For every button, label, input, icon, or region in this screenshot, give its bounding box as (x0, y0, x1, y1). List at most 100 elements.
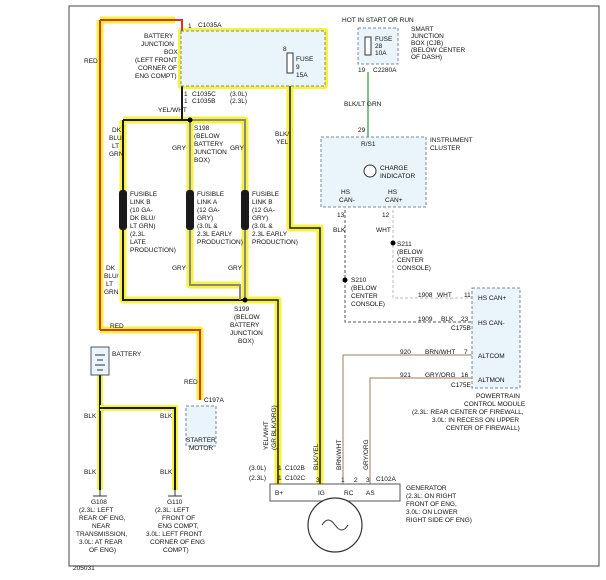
wire-label-blk-g108: BLK (84, 469, 97, 476)
wire-label-blk-yel-1: YEL (276, 139, 289, 146)
gen-label-3: 3.0L: ON LOWER (406, 509, 458, 516)
ic-indicator-0: CHARGE (380, 165, 408, 172)
pcm-color-3: GRY/ORG (425, 372, 456, 379)
bjb-connector-top: C1035A (198, 22, 222, 29)
fusible-link-b-body (119, 190, 127, 230)
s211-label-2: CENTER (397, 257, 424, 264)
cjb-fuse-label-1: 28 (375, 43, 383, 50)
ic-hs-can-plus-1: CAN+ (385, 197, 403, 204)
fl-a-0: FUSIBLE (197, 191, 225, 198)
wire-label-blk-g110: BLK (160, 469, 173, 476)
s210-label-2: CENTER (351, 293, 378, 300)
gen-engine-23: (2.3L) (249, 475, 266, 482)
wire-red-main (100, 19, 183, 31)
wire-label-dkblu-b1: BLU/ (104, 273, 119, 280)
bjb-fuse-label-0: FUSE (296, 56, 314, 63)
wire-label-brn-wht-vert: BRN/WHT (336, 440, 343, 470)
starter-motor-box (185, 405, 217, 447)
wire-label-red-left: RED (84, 58, 98, 65)
pcm-signal-3: ALTMON (478, 377, 505, 384)
wire-label-gr-blk-org-vert: (GR BLK/ORG) (271, 405, 278, 450)
wire-gry-org (369, 377, 472, 485)
fl-a-4: (3.0L & (197, 223, 218, 230)
gen-pin-ig: IG (318, 490, 325, 497)
fl-b-6: LATE (130, 239, 146, 246)
gen-engine-30: (3.0L) (249, 465, 266, 472)
splice-s198-dot (187, 117, 193, 123)
s199-label-1: (BELOW (234, 314, 261, 321)
wire-label-blk-lt-grn: BLK/LT GRN (344, 101, 382, 108)
wire-label-gry-2: GRY (230, 145, 245, 152)
bjb-engine-2: (2.3L) (230, 98, 247, 105)
splice-s210-dot (342, 277, 348, 283)
cjb-connector: C2280A (373, 67, 397, 74)
fl-b2-3: GRY) (252, 215, 268, 222)
bjb-pin-fuse: 8 (283, 46, 287, 53)
cjb-label-0: SMART (411, 26, 434, 33)
wire-blk-starter-branch-hl (100, 405, 178, 490)
wire-red-starter (100, 329, 201, 400)
fl-a-1: LINK A (197, 199, 218, 206)
wire-blk-starter-branch (100, 407, 176, 490)
gen-connector-b: C102B (285, 465, 305, 472)
gen-pinnum-1: 1 (341, 477, 345, 484)
fl-b-4: LT GRN) (130, 223, 155, 230)
fl-a-6: PRODUCTION) (197, 239, 243, 246)
gen-label-2: FRONT OF ENG, (406, 501, 457, 508)
ic-rs-label: R/S1 (361, 141, 376, 148)
gen-pin-bplus: B+ (275, 490, 283, 497)
bjb-label-2: BOX (164, 49, 178, 56)
bjb-pin-bottom-1: 1 (184, 91, 188, 98)
s198-label-4: BOX) (194, 157, 210, 164)
pcm-label-4: CENTER OF FIREWALL) (446, 425, 520, 432)
pcm-pin-0: 11 (464, 292, 471, 299)
ic-label-1: CLUSTER (430, 145, 461, 152)
pcm-signal-1: HS CAN- (478, 320, 505, 327)
fl-a-2: (12 GA- (197, 207, 220, 214)
ic-indicator-1: INDICATOR (380, 173, 415, 180)
wire-label-dkblu-2: LT (112, 143, 119, 150)
bjb-label-1: JUNCTION (141, 41, 174, 48)
wire-label-dkblu-b3: GRN (104, 289, 119, 296)
wire-label-gry-1: GRY (172, 145, 187, 152)
labels: BATTERY JUNCTION BOX (LEFT FRONT CORNER … (73, 17, 526, 572)
splice-s199-dot (242, 297, 248, 303)
pcm-label-1: CONTROL MODULE (464, 401, 526, 408)
fl-a-3: GRY) (197, 215, 213, 222)
pcm-pin-2: 7 (464, 349, 468, 356)
ic-hs-can-minus-0: HS (341, 189, 351, 196)
fl-b-1: LINK B (130, 199, 151, 206)
wire-label-gry-3: GRY (172, 265, 187, 272)
bjb-box (180, 30, 326, 87)
s211-label-1: (BELOW (397, 249, 424, 256)
wire-label-blk-yel-0: BLK/ (275, 131, 289, 138)
fl-b-0: FUSIBLE (130, 191, 158, 198)
s198-label-0: S198 (194, 125, 210, 132)
g108-label-1: (2.3L: LEFT (79, 507, 113, 514)
gen-connector-a: C102A (376, 476, 397, 483)
ic-pin-12: 12 (382, 212, 390, 219)
cjb-pin: 19 (358, 67, 366, 74)
g108-label-0: G108 (91, 499, 107, 506)
fl-b2-4: (3.0L & (252, 223, 273, 230)
wire-label-wht-1: WHT (376, 227, 391, 234)
gen-label-1: (2.3L: ON RIGHT (406, 493, 456, 500)
bjb-label-3: (LEFT FRONT (135, 57, 177, 64)
wire-hs-can-minus (344, 210, 472, 323)
wire-label-dkblu-0: DK (112, 127, 122, 134)
cjb-fuse-label-2: 10A (375, 50, 387, 57)
pcm-color-2: BRN/WHT (425, 349, 455, 356)
s211-label-3: CONSOLE) (397, 265, 431, 272)
gen-pin-30-1: 1 (278, 465, 282, 472)
bjb-pin-bottom-2: 1 (184, 98, 188, 105)
wire-label-dkblu-b2: LT (106, 281, 113, 288)
gen-label-4: RIGHT SIDE OF ENG) (406, 517, 472, 524)
gen-label-0: GENERATOR (406, 485, 447, 492)
wire-label-dkblu-3: GRN (109, 151, 124, 158)
bjb-fuse-label-1: 9 (296, 64, 300, 71)
ground-g108-icon (93, 490, 107, 497)
s198-label-1: (BELOW (194, 133, 221, 140)
wire-label-red-batt: RED (110, 323, 124, 330)
pcm-color-1: BLK (441, 316, 454, 323)
ic-label-0: INSTRUMENT (430, 137, 473, 144)
